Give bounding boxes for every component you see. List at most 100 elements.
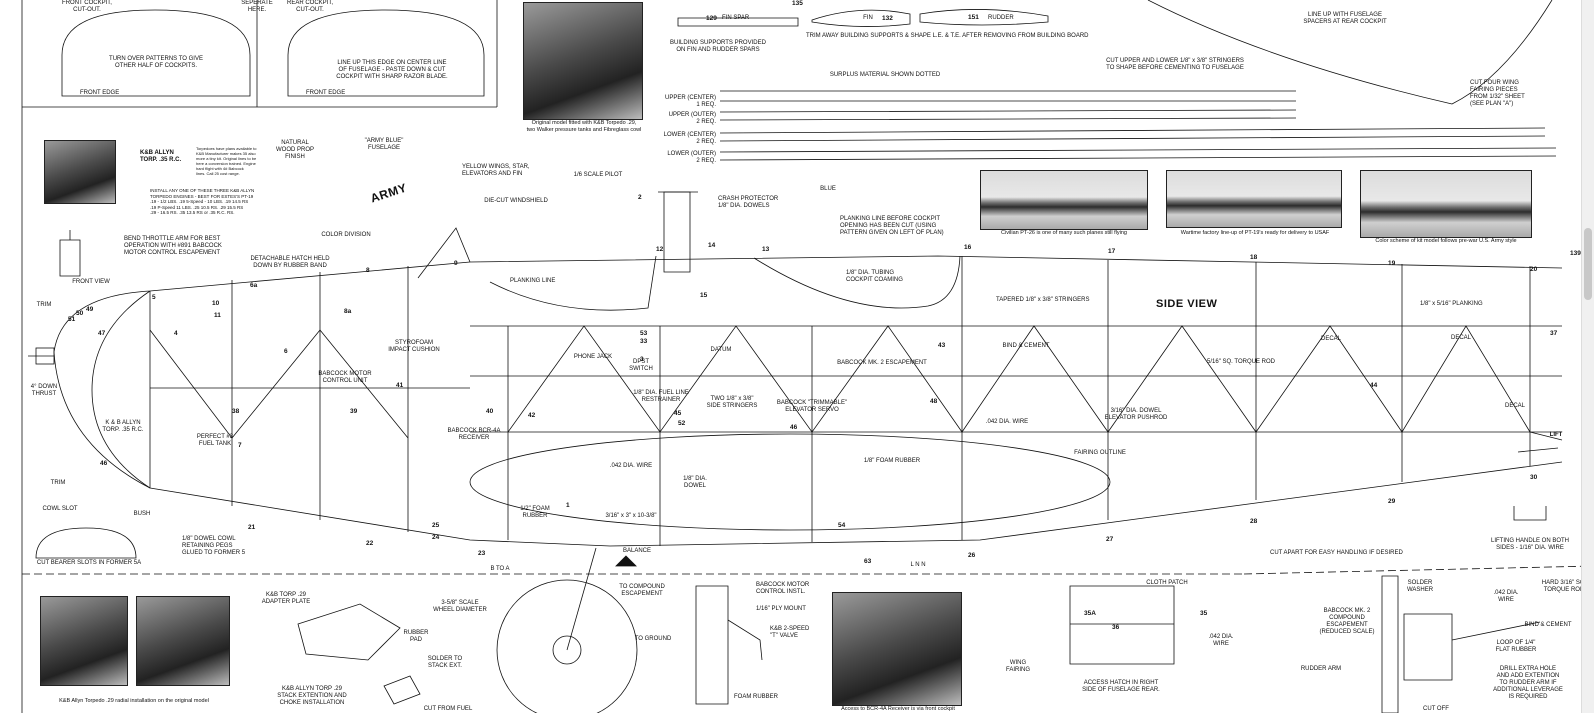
- part-number: 27: [1106, 536, 1114, 543]
- part-number: 13: [762, 246, 770, 253]
- stringer-lower-center-2: [719, 135, 1546, 142]
- stringer-upper-outer-2: [719, 117, 1297, 121]
- front-formers: [149, 266, 409, 532]
- part-number: 30: [1530, 474, 1538, 481]
- part-number: 52: [678, 420, 686, 427]
- civilian-photo: [980, 170, 1148, 230]
- part-number: 4: [174, 330, 178, 337]
- front-view-label: FRONT VIEW: [72, 279, 110, 285]
- lift-label: LIFT: [1549, 432, 1563, 438]
- rubber-pad-label: RUBBER PAD: [403, 630, 429, 643]
- trim-away-label: TRIM AWAY BUILDING SUPPORTS & SHAPE L.E.…: [806, 33, 1089, 39]
- ply-mount-label: 1/16" PLY MOUNT: [756, 606, 806, 612]
- cut-from-fuel-label: CUT FROM FUEL: [423, 706, 473, 712]
- part-number: 39: [350, 408, 358, 415]
- stringer-lower-outer-1: [719, 147, 1557, 153]
- bind-cement-label: BIND & CEMENT: [1002, 343, 1050, 349]
- stack-extension-label: K&B ALLYN TORP .29 STACK EXTENTION AND C…: [277, 686, 347, 706]
- part-number: 54: [838, 522, 846, 529]
- stringer-upper-outer-1: [719, 109, 1297, 113]
- line-up-edge-label: LINE UP THIS EDGE ON CENTER LINE OF FUSE…: [336, 60, 448, 80]
- drill-extra-hole-label: DRILL EXTRA HOLE AND ADD EXTENTION TO RU…: [1493, 666, 1563, 700]
- number-135: 135: [792, 0, 803, 7]
- part-number: 48: [930, 398, 938, 405]
- part-number: 5: [152, 294, 156, 301]
- fairing-outline-ellipse: [469, 433, 1111, 531]
- part-number: 139: [1570, 250, 1581, 257]
- part-number: 14: [708, 242, 716, 249]
- civilian-caption: Civilian PT-26 is one of many such plane…: [1001, 230, 1127, 236]
- part-number: 7: [238, 442, 242, 449]
- planking-line-cockpit-label: PLANKING LINE BEFORE COCKPIT OPENING HAS…: [840, 216, 944, 236]
- dowel-cowl-label: 1/8" DOWEL COWL RETAINING PEGS GLUED TO …: [182, 536, 246, 556]
- bush-label: BUSH: [133, 511, 151, 517]
- wing-fairing-label: WING FAIRING: [1005, 660, 1030, 673]
- scrollbar-thumb[interactable]: [1584, 228, 1592, 300]
- styrofoam-label: STYROFOAM IMPACT CUSHION: [388, 340, 440, 353]
- natural-prop-label: NATURAL WOOD PROP FINISH: [275, 140, 314, 160]
- lnn-label: L N N: [910, 562, 926, 568]
- part-number: 19: [1388, 260, 1396, 267]
- part-number: 37: [1550, 330, 1558, 337]
- down-thrust-label: 4° DOWN THRUST: [30, 384, 58, 397]
- part-number: 21: [248, 524, 256, 531]
- rudder-shape: [919, 9, 1049, 26]
- color-division-label: COLOR DIVISION: [321, 232, 371, 238]
- engine-name-label: K&B ALLYN TORP. .35 R.C.: [140, 150, 182, 163]
- rudder-arm-label: RUDDER ARM: [1300, 666, 1342, 672]
- part-number: 53: [640, 330, 648, 337]
- to-compound-label: TO COMPOUND ESCAPEMENT: [619, 584, 665, 597]
- part-number: 26: [968, 552, 976, 559]
- rudder-number: 151: [968, 14, 979, 21]
- block-dimension-label: 3/16" x 3" x 10-3/8": [605, 513, 657, 519]
- blue-label: BLUE: [820, 186, 836, 192]
- front-view-drawing: [59, 230, 81, 277]
- part-number: 38: [232, 408, 240, 415]
- part-number: 3: [640, 356, 644, 363]
- hard-torque-rod: [1451, 621, 1541, 641]
- foam-half-label: 1/2" FOAM RUBBER: [520, 506, 550, 519]
- front-edge-label-2: FRONT EDGE: [306, 90, 346, 96]
- vertical-scrollbar[interactable]: [1581, 0, 1594, 713]
- building-supports-label: BUILDING SUPPORTS PROVIDED ON FIN AND RU…: [670, 40, 766, 53]
- engine-photo-1: [40, 596, 128, 686]
- part-number: 1: [566, 502, 570, 509]
- part-number: 28: [1250, 518, 1258, 525]
- line-up-fuselage-label: LINE UP WITH FUSELAGE SPACERS AT REAR CO…: [1303, 12, 1387, 25]
- wing-fairing-piece: [1147, 0, 1553, 105]
- part-number: 25: [432, 522, 440, 529]
- lifting-handle: [1513, 506, 1547, 521]
- side-stringers-label: TWO 1/8" x 3/8" SIDE STRINGERS: [706, 396, 758, 409]
- front-cockpit-pattern: [61, 9, 251, 97]
- part-number: 42: [528, 412, 536, 419]
- fairing-outline-label: FAIRING OUTLINE: [1074, 450, 1126, 456]
- compound-escapement-label: BABCOCK MK. 2 COMPOUND ESCAPEMENT (REDUC…: [1319, 608, 1375, 635]
- lower-center-label: LOWER (CENTER) 2 REQ.: [663, 132, 716, 145]
- b-to-a-label: B TO A: [490, 566, 510, 572]
- fin-label: FIN: [863, 15, 873, 21]
- balance-label: BALANCE: [622, 548, 651, 554]
- army-blue-label: "ARMY BLUE" FUSELAGE: [364, 138, 404, 151]
- color-scheme-photo: [1360, 170, 1532, 238]
- wheel-hub: [552, 635, 582, 665]
- fuel-line-label: 1/8" DIA. FUEL LINE RESTRAINER: [633, 390, 689, 403]
- babcock-motor-label: BABCOCK MOTOR CONTROL UNIT: [318, 371, 372, 384]
- dowel-18-label: 1/8" DIA. DOWEL: [683, 476, 707, 489]
- surplus-label: SURPLUS MATERIAL SHOWN DOTTED: [829, 72, 941, 78]
- rear-cockpit-cutout-label: REAR COCKPIT, CUT-OUT.: [286, 0, 333, 13]
- bind-cement-bottom-label: BIND & CEMENT: [1524, 622, 1572, 628]
- part-number: 45: [674, 410, 682, 417]
- original-model-photo: [523, 2, 643, 120]
- rear-cockpit-pattern: [287, 9, 485, 97]
- part-number: 43: [938, 342, 946, 349]
- part-number: 41: [396, 382, 404, 389]
- loop-rubber-label: LOOP OF 1/4" FLAT RUBBER: [1495, 640, 1537, 653]
- wartime-photo: [1166, 170, 1342, 228]
- crash-protector-label: CRASH PROTECTOR 1/8" DIA. DOWELS: [718, 196, 779, 209]
- cut-off-label: CUT OFF: [1423, 706, 1449, 712]
- yellow-wings-label: YELLOW WINGS, STAR, ELEVATORS AND FIN: [462, 164, 530, 177]
- trim-label-2: TRIM: [50, 480, 66, 486]
- planking-line-label: PLANKING LINE: [510, 278, 556, 284]
